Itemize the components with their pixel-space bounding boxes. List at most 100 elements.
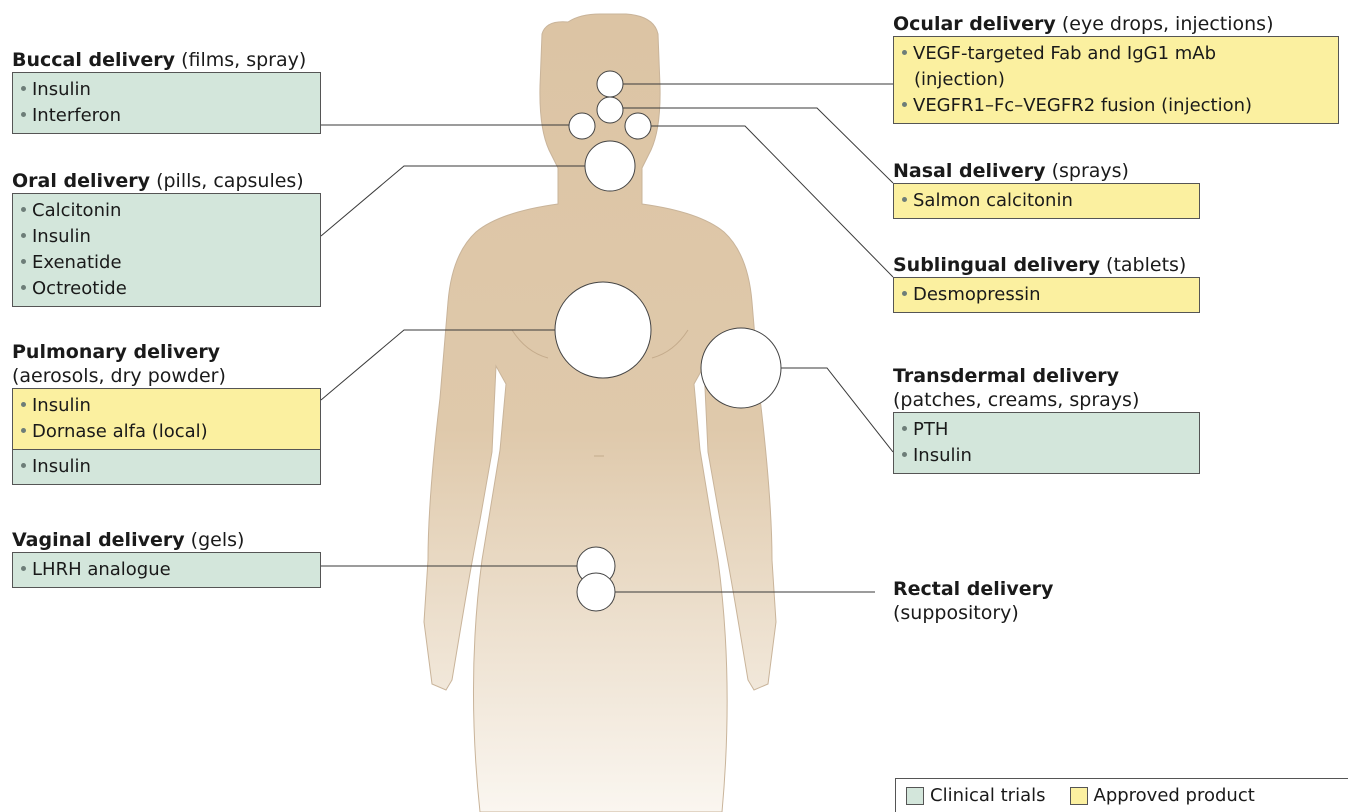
list-item-text: Insulin: [32, 226, 91, 247]
route-ocular-name: Ocular delivery: [893, 13, 1056, 35]
bullet-icon: [21, 427, 26, 433]
route-transdermal-title: Transdermal delivery: [893, 364, 1200, 388]
list-item-text: Calcitonin: [32, 200, 122, 221]
route-vaginal-subtitle: (gels): [190, 529, 245, 551]
route-nasal-box-approved-product: Salmon calcitonin: [893, 183, 1200, 219]
route-oral: Oral delivery (pills, capsules) Calciton…: [12, 169, 321, 307]
bullet-icon: [902, 196, 907, 202]
route-transdermal-subtitle: (patches, creams, sprays): [893, 389, 1140, 411]
bullet-icon: [21, 565, 26, 571]
list-item: PTH: [902, 417, 1199, 443]
bullet-icon: [902, 451, 907, 457]
route-transdermal-box-clinical-trials: PTH Insulin: [893, 412, 1200, 474]
route-oral-name: Oral delivery: [12, 170, 151, 192]
bullet-icon: [21, 232, 26, 238]
list-item: Interferon: [21, 103, 320, 129]
route-rectal-name: Rectal delivery: [893, 578, 1054, 600]
body-silhouette: [423, 13, 777, 812]
bullet-icon: [21, 401, 26, 407]
site-sublingual: [624, 112, 652, 140]
route-ocular-boxes: VEGF-targeted Fab and IgG1 mAb (injection…: [893, 36, 1339, 124]
connector-sublingual: [651, 125, 894, 278]
route-transdermal-boxes: PTH Insulin: [893, 412, 1200, 474]
route-ocular-subtitle: (eye drops, injections): [1061, 13, 1274, 35]
site-rectal: [576, 572, 616, 612]
legend-label-clinical-trials: Clinical trials: [930, 785, 1046, 806]
bullet-icon: [21, 85, 26, 91]
route-pulmonary-title: Pulmonary delivery: [12, 340, 321, 364]
list-item: Insulin: [21, 393, 320, 419]
list-item-text: Dornase alfa (local): [32, 421, 208, 442]
route-ocular: Ocular delivery (eye drops, injections) …: [893, 12, 1339, 124]
list-item-text: Insulin: [32, 456, 91, 477]
route-ocular-title: Ocular delivery (eye drops, injections): [893, 12, 1339, 36]
route-vaginal-name: Vaginal delivery: [12, 529, 185, 551]
route-rectal-title: Rectal delivery: [893, 577, 1200, 601]
route-oral-subtitle: (pills, capsules): [156, 170, 304, 192]
list-item: Insulin: [21, 224, 320, 250]
route-vaginal-title: Vaginal delivery (gels): [12, 528, 321, 552]
route-sublingual-boxes: Desmopressin: [893, 277, 1200, 313]
route-pulmonary-name: Pulmonary delivery: [12, 341, 221, 363]
route-nasal-boxes: Salmon calcitonin: [893, 183, 1200, 219]
list-item-text: Insulin: [32, 395, 91, 416]
list-item-text: PTH: [913, 419, 949, 440]
bullet-icon: [902, 290, 907, 296]
route-vaginal-boxes: LHRH analogue: [12, 552, 321, 588]
list-item-text: Insulin: [32, 79, 91, 100]
legend-swatch-approved-product: [1069, 786, 1088, 805]
connector-nasal: [623, 107, 894, 184]
site-transdermal-arm: [700, 327, 782, 409]
route-nasal: Nasal delivery (sprays) Salmon calcitoni…: [893, 159, 1200, 219]
list-item: LHRH analogue: [21, 557, 320, 583]
legend-label-approved-product: Approved product: [1093, 785, 1255, 806]
list-item: Insulin: [902, 443, 1199, 469]
route-oral-title: Oral delivery (pills, capsules): [12, 169, 321, 193]
body-contour-breast-right: [651, 329, 689, 359]
route-sublingual-title: Sublingual delivery (tablets): [893, 253, 1200, 277]
list-item-text: LHRH analogue: [32, 559, 171, 580]
connector-pulmonary: [320, 329, 555, 401]
route-buccal-name: Buccal delivery: [12, 49, 176, 71]
bullet-icon: [902, 101, 907, 107]
site-pulmonary-chest: [554, 281, 652, 379]
route-nasal-subtitle: (sprays): [1051, 160, 1129, 182]
bullet-icon: [902, 49, 907, 55]
route-vaginal: Vaginal delivery (gels) LHRH analogue: [12, 528, 321, 588]
list-item: VEGF-targeted Fab and IgG1 mAb: [902, 41, 1338, 67]
list-item: (injection): [902, 67, 1338, 93]
route-sublingual: Sublingual delivery (tablets) Desmopress…: [893, 253, 1200, 313]
list-item-text: Insulin: [913, 445, 972, 466]
route-pulmonary-subtitle: (aerosols, dry powder): [12, 365, 226, 387]
route-sublingual-subtitle: (tablets): [1106, 254, 1187, 276]
connector-oral: [320, 165, 585, 237]
route-transdermal: Transdermal delivery (patches, creams, s…: [893, 364, 1200, 474]
site-buccal-cheek: [568, 112, 596, 140]
list-item-text: VEGF-targeted Fab and IgG1 mAb: [913, 43, 1217, 64]
list-item: Octreotide: [21, 276, 320, 302]
route-nasal-title: Nasal delivery (sprays): [893, 159, 1200, 183]
list-item: Calcitonin: [21, 198, 320, 224]
route-rectal: Rectal delivery (suppository): [893, 577, 1200, 625]
list-item-text: (injection): [914, 69, 1005, 90]
bullet-icon: [21, 111, 26, 117]
site-oral-mouth: [584, 140, 636, 192]
list-item: Exenatide: [21, 250, 320, 276]
list-item: Insulin: [21, 77, 320, 103]
list-item: Salmon calcitonin: [902, 188, 1199, 214]
route-nasal-name: Nasal delivery: [893, 160, 1046, 182]
list-item-text: Octreotide: [32, 278, 127, 299]
route-buccal-subtitle: (films, spray): [181, 49, 307, 71]
list-item-text: Desmopressin: [913, 284, 1041, 305]
bullet-icon: [21, 284, 26, 290]
bullet-icon: [21, 206, 26, 212]
